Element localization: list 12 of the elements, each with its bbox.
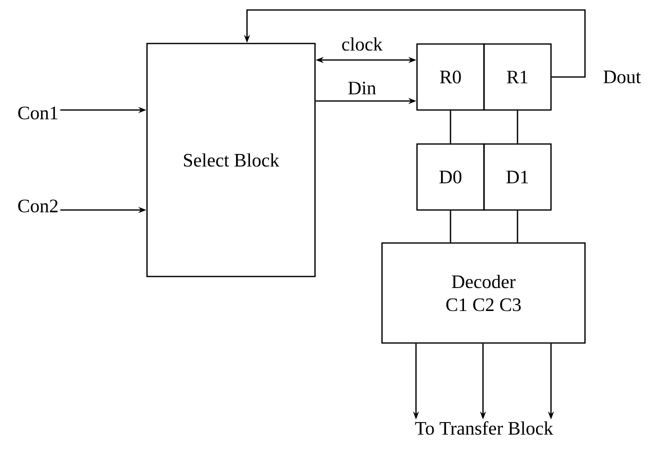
edge-label: Din: [346, 80, 378, 96]
block-box: D1: [483, 143, 552, 211]
signal-label: To Transfer Block: [415, 421, 554, 435]
edge-label: clock: [340, 36, 384, 52]
block-box: Decoder C1 C2 C3: [381, 242, 586, 344]
signal-label: Con1: [18, 106, 58, 120]
edge-label: Dout: [602, 70, 642, 84]
block-box: Select Block: [146, 42, 316, 278]
block-box: R1: [483, 43, 552, 111]
block-box: R0: [416, 43, 485, 111]
block-box: D0: [416, 143, 485, 211]
signal-label: Con2: [18, 200, 58, 212]
